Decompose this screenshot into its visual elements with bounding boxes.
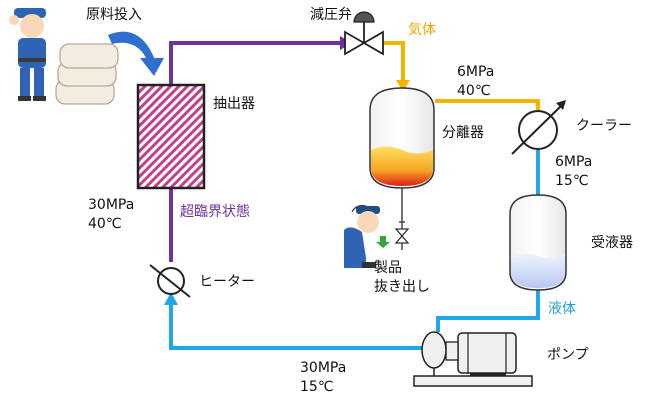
extractor-vessel bbox=[136, 83, 206, 190]
raw-material-input-label: 原料投入 bbox=[86, 7, 142, 23]
receiver-pressure-label: 6MPa bbox=[555, 154, 592, 170]
heater-icon bbox=[149, 264, 191, 298]
separator-label: 分離器 bbox=[442, 124, 484, 141]
liquid-label: 液体 bbox=[548, 301, 576, 317]
pump-temp-label: 15℃ bbox=[300, 379, 334, 395]
pump-pressure-label: 30MPa bbox=[300, 360, 346, 376]
product-label-line2: 抜き出し bbox=[374, 279, 430, 295]
receiver-label: 受液器 bbox=[591, 235, 633, 251]
separator-temp-label: 40℃ bbox=[457, 83, 491, 99]
pressure-reducing-valve-label: 減圧弁 bbox=[310, 6, 352, 23]
receiver-temp-label: 15℃ bbox=[555, 173, 589, 189]
extractor-pressure-label: 30MPa bbox=[88, 197, 134, 213]
extractor-label: 抽出器 bbox=[213, 96, 255, 112]
receiver-vessel bbox=[509, 194, 567, 291]
supercritical-pipe-top bbox=[169, 41, 340, 85]
liquid-pipe-receiver-pump bbox=[436, 290, 540, 332]
pump-icon bbox=[413, 331, 533, 387]
curved-arrow-icon bbox=[108, 31, 164, 76]
cooler-icon bbox=[511, 100, 566, 155]
worker-with-cap-icon bbox=[9, 8, 46, 101]
extractor-temp-label: 40℃ bbox=[88, 216, 122, 232]
material-bags-icon bbox=[55, 43, 119, 105]
product-drain-valve-icon bbox=[394, 188, 410, 250]
gas-pipe-to-cooler bbox=[435, 99, 540, 110]
gas-arrowhead bbox=[396, 80, 410, 92]
separator-pressure-label: 6MPa bbox=[457, 64, 494, 80]
gas-label: 気体 bbox=[408, 22, 436, 38]
cooler-label: クーラー bbox=[576, 118, 632, 134]
liquid-pipe-pump-heater bbox=[169, 305, 422, 350]
supercritical-state-label: 超臨界状態 bbox=[180, 204, 250, 220]
valve-icon bbox=[344, 11, 384, 56]
liquid-arrowhead-to-heater bbox=[164, 292, 178, 305]
pump-label: ポンプ bbox=[547, 347, 589, 363]
crouching-worker-icon bbox=[344, 205, 390, 268]
separator-vessel bbox=[369, 87, 435, 189]
gas-pipe bbox=[378, 41, 405, 82]
product-label-line1: 製品 bbox=[374, 260, 402, 276]
heater-label: ヒーター bbox=[199, 274, 255, 290]
